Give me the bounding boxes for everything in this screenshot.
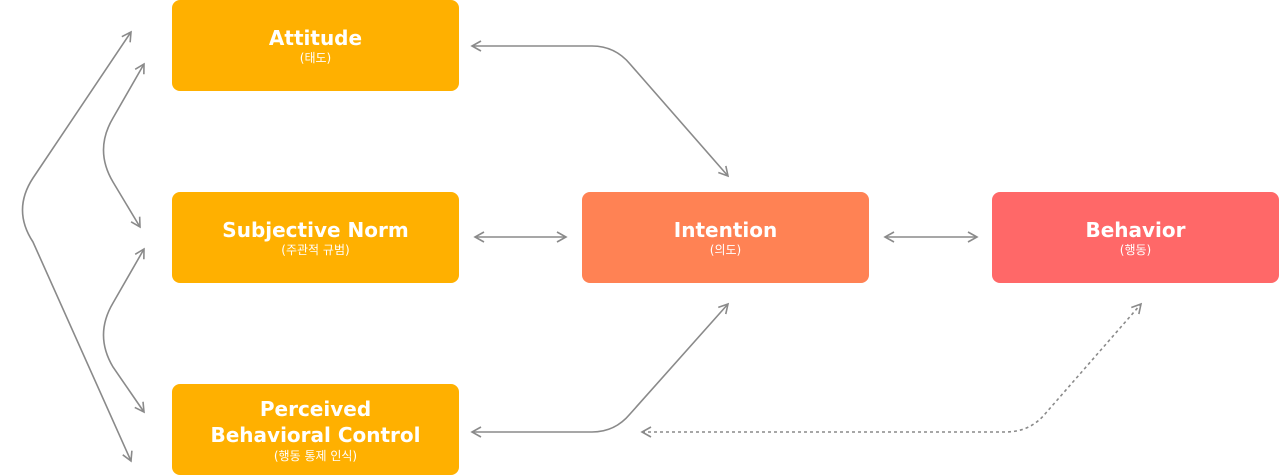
- arrow-perceived-behavior-dashed: [640, 302, 1143, 438]
- node-intention-title: Intention: [673, 217, 778, 242]
- node-behavior-title: Behavior: [1085, 217, 1186, 242]
- node-subjective-norm: Subjective Norm (주관적 규범): [172, 192, 459, 283]
- node-attitude: Attitude (태도): [172, 0, 459, 91]
- node-subjective-norm-subtitle: (주관적 규범): [281, 242, 350, 257]
- node-behavior: Behavior (행동): [992, 192, 1279, 283]
- node-perceived-behavioral-control: Perceived Behavioral Control (행동 통제 인식): [172, 384, 459, 475]
- node-attitude-title: Attitude: [268, 25, 363, 50]
- arrow-perceived-intention: [470, 302, 730, 438]
- node-attitude-subtitle: (태도): [299, 50, 332, 65]
- node-perceived-subtitle: (행동 통제 인식): [273, 448, 358, 463]
- node-perceived-title-line1: Perceived: [259, 396, 372, 421]
- node-subjective-norm-title: Subjective Norm: [222, 217, 409, 242]
- node-intention: Intention (의도): [582, 192, 869, 283]
- node-perceived-title-line2: Behavioral Control: [210, 422, 421, 447]
- arrow-attitude-intention: [470, 40, 730, 178]
- arrow-subjective-perceived: [102, 247, 145, 414]
- node-intention-subtitle: (의도): [709, 242, 742, 257]
- arrow-attitude-perceived: [21, 30, 133, 463]
- arrow-attitude-subjective: [102, 62, 145, 229]
- node-behavior-subtitle: (행동): [1119, 242, 1152, 257]
